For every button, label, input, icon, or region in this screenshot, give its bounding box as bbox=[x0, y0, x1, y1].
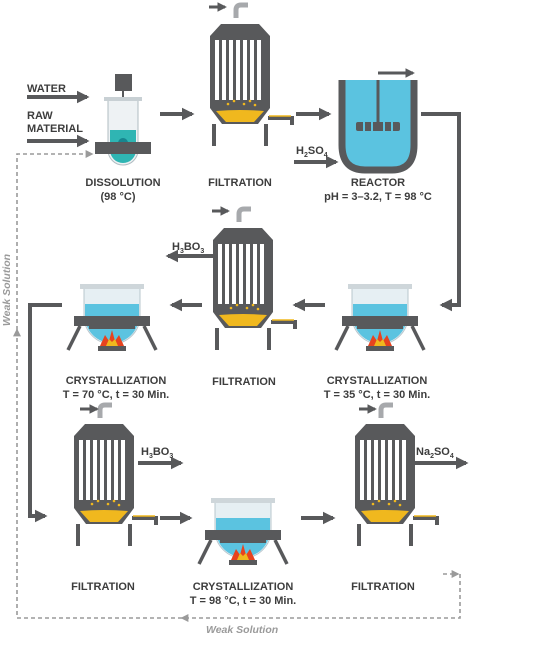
crystallization-70-condition: T = 70 °C, t = 30 Min. bbox=[62, 389, 170, 401]
filtration-label-3: FILTRATION bbox=[71, 581, 135, 593]
raw-label-line1: RAW bbox=[27, 110, 53, 122]
weak-solution-return-bottom bbox=[180, 574, 461, 622]
na2so4-label: Na2SO4 bbox=[416, 446, 454, 461]
h2so4-label: H2SO4 bbox=[296, 145, 328, 160]
arrow-crystallization-70-to-filtration bbox=[28, 303, 62, 523]
filter-1 bbox=[210, 5, 292, 146]
crystallization-98-label: CRYSTALLIZATION bbox=[192, 581, 294, 593]
crystallization-35-condition: T = 35 °C, t = 30 Min. bbox=[323, 389, 431, 401]
reactor-vessel bbox=[338, 68, 418, 174]
dissolution-label: DISSOLUTION bbox=[85, 177, 161, 189]
filtration-label-1: FILTRATION bbox=[208, 177, 272, 189]
raw-label-line2: MATERIAL bbox=[27, 123, 84, 135]
filtration-label-4: FILTRATION bbox=[351, 581, 415, 593]
reactor-condition: pH = 3–3.2, T = 98 °C bbox=[324, 191, 432, 203]
filtration-label-2: FILTRATION bbox=[212, 376, 276, 388]
crystallizer-98 bbox=[197, 496, 289, 567]
weak-solution-return-left bbox=[13, 328, 182, 619]
reactor-label: REACTOR bbox=[350, 177, 406, 189]
crystallization-98-condition: T = 98 °C, t = 30 Min. bbox=[189, 595, 297, 607]
weak-solution-label-left: Weak Solution bbox=[1, 253, 13, 327]
filter-2 bbox=[213, 209, 295, 350]
crystallizer-35 bbox=[334, 282, 426, 353]
crystallization-70-label: CRYSTALLIZATION bbox=[65, 375, 167, 387]
h3bo3-label-2: H3BO3 bbox=[141, 446, 174, 461]
h3bo3-label-1: H3BO3 bbox=[172, 241, 205, 256]
filter-3 bbox=[74, 405, 156, 546]
water-label: WATER bbox=[27, 83, 66, 95]
filter-4 bbox=[355, 405, 437, 546]
crystallizer-70 bbox=[66, 282, 158, 353]
dissolution-condition: (98 °C) bbox=[100, 191, 136, 203]
dissolution-vessel bbox=[95, 74, 151, 166]
arrow-reactor-to-crystallization-35 bbox=[421, 112, 461, 312]
crystallization-35-label: CRYSTALLIZATION bbox=[326, 375, 428, 387]
weak-solution-label-bottom: Weak Solution bbox=[206, 624, 279, 636]
weak-solution-return-top bbox=[16, 150, 94, 330]
